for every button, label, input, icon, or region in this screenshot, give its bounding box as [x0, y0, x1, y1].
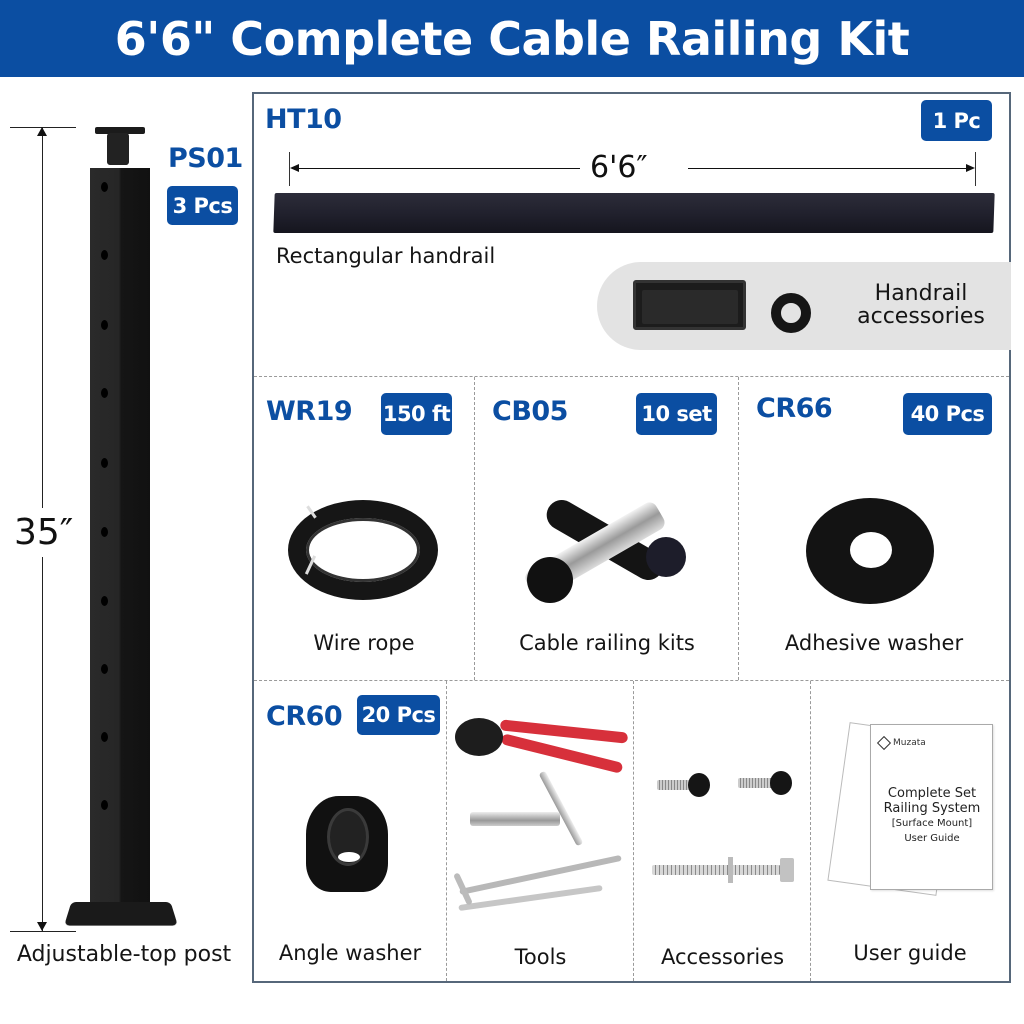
post-hole [101, 458, 108, 468]
arrow-right-icon [966, 164, 975, 172]
post-height-dimension: 35″ [14, 508, 74, 557]
post-body [90, 168, 150, 903]
post-base-plate [64, 901, 178, 926]
accessories-label-line2: accessories [857, 304, 985, 329]
lag-screw-icon [652, 865, 782, 875]
row-divider [254, 680, 1009, 681]
wire-rope-coil-icon [288, 500, 438, 600]
angle-washer-hole-inner [338, 852, 360, 862]
post-top-stem [107, 133, 129, 165]
column-divider [446, 681, 447, 981]
angle-washer-quantity-badge: 20 Pcs [357, 695, 440, 735]
column-divider [633, 681, 634, 981]
angle-washer-code: CR60 [266, 701, 343, 732]
post-hole [101, 250, 108, 260]
arrow-down-icon [37, 922, 47, 931]
length-dimension-line-left [292, 168, 580, 169]
t-bar-tool-icon [470, 812, 560, 826]
post-hole [101, 732, 108, 742]
cable-kit-quantity-badge: 10 set [636, 393, 717, 435]
handrail-label: Rectangular handrail [276, 244, 496, 268]
wire-rope-label: Wire rope [313, 631, 415, 655]
end-cap-inner [642, 290, 738, 324]
dimension-bottom-cap [10, 931, 76, 932]
angle-washer-label: Angle washer [278, 941, 422, 965]
post-hole [101, 388, 108, 398]
screw-icon [688, 773, 710, 797]
user-guide-label: User guide [853, 941, 967, 965]
adhesive-washer-code: CR66 [756, 393, 833, 424]
post-hole [101, 527, 108, 537]
ring-icon [771, 293, 811, 333]
post-hole [101, 664, 108, 674]
post-hole [101, 182, 108, 192]
dimension-right-tick [975, 152, 976, 186]
handrail-accessories-label: Handrail accessories [846, 282, 996, 328]
guide-line3: [Surface Mount] [891, 818, 973, 829]
cable-kit-label: Cable railing kits [519, 631, 695, 655]
kit-contents-panel [252, 92, 1011, 983]
tensioner-head [527, 557, 573, 603]
post-top-plate [95, 127, 145, 134]
handrail-length-dimension: 6'6″ [590, 150, 648, 185]
page-title: 6'6" Complete Cable Railing Kit [114, 11, 910, 66]
guide-line2: Railing System [883, 801, 981, 816]
arrow-left-icon [290, 164, 299, 172]
handrail-code: HT10 [265, 104, 342, 135]
column-divider [738, 377, 739, 680]
post-hole [101, 800, 108, 810]
dimension-left-tick [289, 152, 290, 186]
row-divider [254, 376, 1009, 377]
tools-label: Tools [514, 945, 567, 969]
post-hole [101, 596, 108, 606]
screw-shank [657, 780, 693, 790]
length-dimension-line-right [688, 168, 970, 169]
post-quantity-badge: 3 Pcs [167, 186, 238, 225]
guide-cover-title: Complete Set Railing System [Surface Mou… [872, 786, 992, 846]
washer-hole [850, 532, 892, 568]
arrow-up-icon [37, 127, 47, 136]
accessories-label-line1: Handrail [874, 281, 968, 306]
lag-screw-head [780, 858, 794, 882]
column-divider [474, 377, 475, 680]
guide-brand: Muzata [893, 738, 926, 748]
user-guide-booklet-icon [870, 724, 993, 890]
accessories-label: Accessories [660, 945, 785, 969]
post-code: PS01 [168, 143, 243, 174]
handrail-quantity-badge: 1 Pc [921, 100, 992, 141]
post-label: Adjustable-top post [16, 942, 232, 967]
screw-icon [770, 771, 792, 795]
wire-rope-code: WR19 [266, 396, 353, 427]
cable-cutter-icon [455, 718, 503, 756]
lag-screw-washer [728, 857, 733, 883]
screw-shank [738, 778, 774, 788]
title-banner: 6'6" Complete Cable Railing Kit [0, 0, 1024, 77]
tensioner-cap [646, 537, 686, 577]
cable-kit-code: CB05 [492, 396, 568, 427]
guide-line1: Complete Set [887, 786, 977, 801]
adhesive-washer-label: Adhesive washer [784, 631, 964, 655]
handrail-image [273, 193, 995, 233]
adhesive-washer-quantity-badge: 40 Pcs [903, 393, 992, 435]
guide-line4: User Guide [904, 833, 960, 844]
column-divider [810, 681, 811, 981]
wire-rope-quantity-badge: 150 ft [381, 393, 452, 435]
post-hole [101, 320, 108, 330]
